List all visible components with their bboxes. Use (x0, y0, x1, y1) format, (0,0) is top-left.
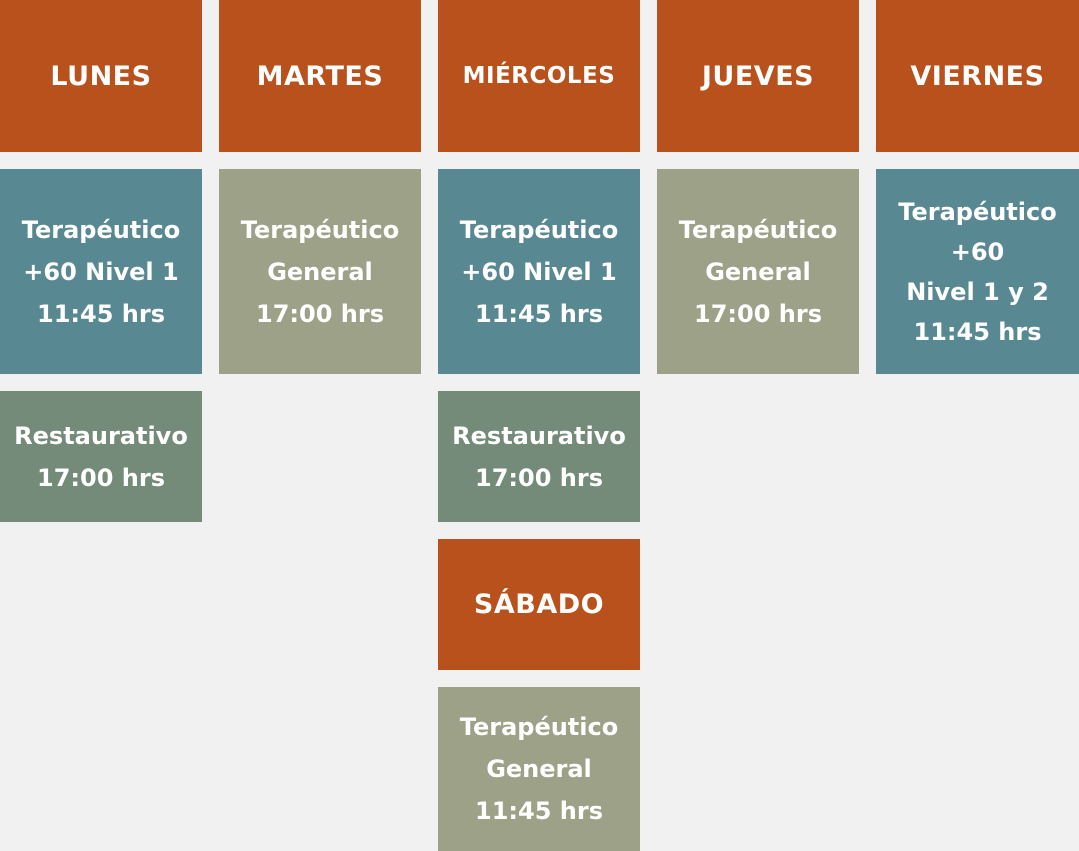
class-level: General (486, 755, 592, 783)
day-label: SÁBADO (473, 589, 605, 620)
class-age: +60 (950, 237, 1005, 266)
class-time: 11:45 hrs (475, 797, 603, 825)
class-time: 17:00 hrs (475, 463, 603, 492)
class-martes-terapeutico: Terapéutico General 17:00 hrs (219, 169, 421, 374)
class-level: +60 Nivel 1 (23, 257, 179, 286)
day-label: LUNES (50, 60, 152, 92)
class-lunes-terapeutico: Terapéutico +60 Nivel 1 11:45 hrs (0, 169, 202, 374)
class-level: General (705, 257, 811, 286)
class-jueves-terapeutico: Terapéutico General 17:00 hrs (657, 169, 859, 374)
class-level: +60 Nivel 1 (461, 257, 617, 286)
day-label: MARTES (256, 60, 384, 92)
day-header-viernes: VIERNES (876, 0, 1079, 152)
day-header-sabado: SÁBADO (438, 539, 640, 670)
class-time: 11:45 hrs (475, 299, 603, 328)
class-name: Restaurativo (14, 421, 188, 450)
class-name: Terapéutico (898, 197, 1057, 226)
class-level: General (267, 257, 373, 286)
class-time: 11:45 hrs (37, 299, 165, 328)
day-label: MIÉRCOLES (462, 63, 616, 89)
class-name: Terapéutico (21, 215, 181, 244)
day-header-miercoles: MIÉRCOLES (438, 0, 640, 152)
day-header-lunes: LUNES (0, 0, 202, 152)
class-name: Restaurativo (452, 421, 626, 450)
day-label: JUEVES (701, 60, 815, 92)
day-header-martes: MARTES (219, 0, 421, 152)
class-level: Nivel 1 y 2 (906, 277, 1049, 306)
class-lunes-restaurativo: Restaurativo 17:00 hrs (0, 391, 202, 522)
class-time: 11:45 hrs (913, 317, 1042, 346)
class-viernes-terapeutico: Terapéutico +60 Nivel 1 y 2 11:45 hrs (876, 169, 1079, 374)
class-time: 17:00 hrs (694, 299, 822, 328)
class-time: 17:00 hrs (37, 463, 165, 492)
class-name: Terapéutico (678, 215, 838, 244)
class-name: Terapéutico (240, 215, 400, 244)
class-miercoles-restaurativo: Restaurativo 17:00 hrs (438, 391, 640, 522)
day-label: VIERNES (910, 60, 1045, 92)
class-miercoles-terapeutico: Terapéutico +60 Nivel 1 11:45 hrs (438, 169, 640, 374)
day-header-jueves: JUEVES (657, 0, 859, 152)
class-name: Terapéutico (459, 215, 619, 244)
class-sabado-terapeutico: Terapéutico General 11:45 hrs (438, 687, 640, 851)
class-time: 17:00 hrs (256, 299, 384, 328)
class-name: Terapéutico (459, 713, 619, 741)
